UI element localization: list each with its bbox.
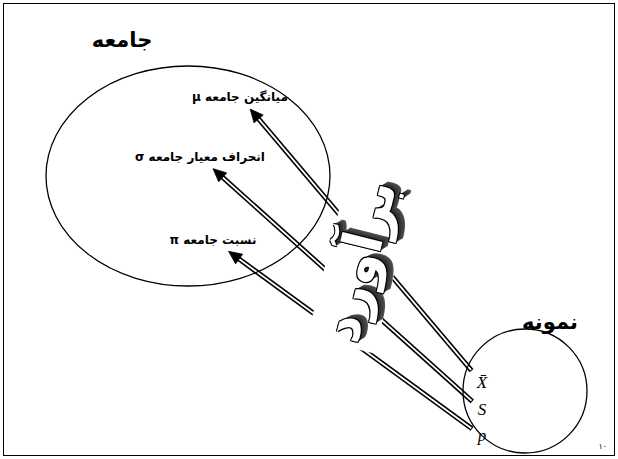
arrow-head [250,109,263,123]
sample-circle: نمونه X̄ Sp [452,298,612,457]
node-text: p [478,426,487,446]
sample-sd: S [475,398,490,422]
circle-heading: جامعه [92,28,153,52]
estimate-word: برآورد [307,163,417,353]
circle-outline [463,329,587,453]
sample-mean: X̄ [474,371,491,395]
node-text: S [478,400,487,420]
arrow-head [213,169,227,182]
sample-proportion: p [475,424,490,448]
estimation-arrow [250,109,471,371]
node-text: میانگین جامعه μ [192,90,288,104]
population-circle: جامعه میانگین جامعه μ انحراف معیار جامعه σ… [40,18,340,292]
population-sd: انحراف معیار جامعه σ [132,148,268,166]
node-text: X̄ [477,373,487,393]
arrow-outer-line [257,117,472,371]
arrow-inner-line [257,117,471,370]
arrow-head [229,251,243,264]
slide-number: ۱۰ [599,442,608,451]
circle-heading: نمونه [522,310,578,334]
node-text: انحراف معیار جامعه σ [135,150,265,164]
node-text: نسبت جامعه π [170,233,257,247]
population-proportion: نسبت جامعه π [167,231,260,249]
circle-outline [46,66,330,286]
population-mean: میانگین جامعه μ [189,88,291,106]
slide-frame [4,4,615,456]
